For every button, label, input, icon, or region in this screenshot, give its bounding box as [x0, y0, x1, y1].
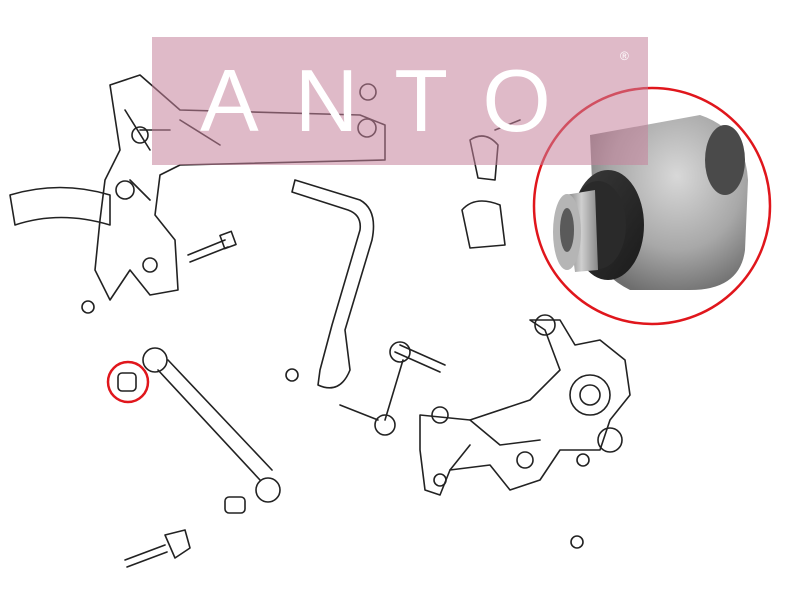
lateral-link: [117, 347, 281, 514]
bolt-upper: [187, 230, 237, 263]
nut: [81, 300, 95, 314]
stabilizer-bar: [291, 179, 375, 389]
highlight-circle-small: [106, 360, 150, 404]
watermark-logo: ANTO ®: [152, 37, 648, 165]
end-link: [339, 341, 446, 436]
bolt-lower: [124, 529, 191, 568]
logo-text: ANTO: [200, 51, 587, 150]
wheel-knuckle: [419, 314, 631, 496]
registered-mark: ®: [620, 49, 629, 63]
bar-bushing: [461, 200, 506, 249]
